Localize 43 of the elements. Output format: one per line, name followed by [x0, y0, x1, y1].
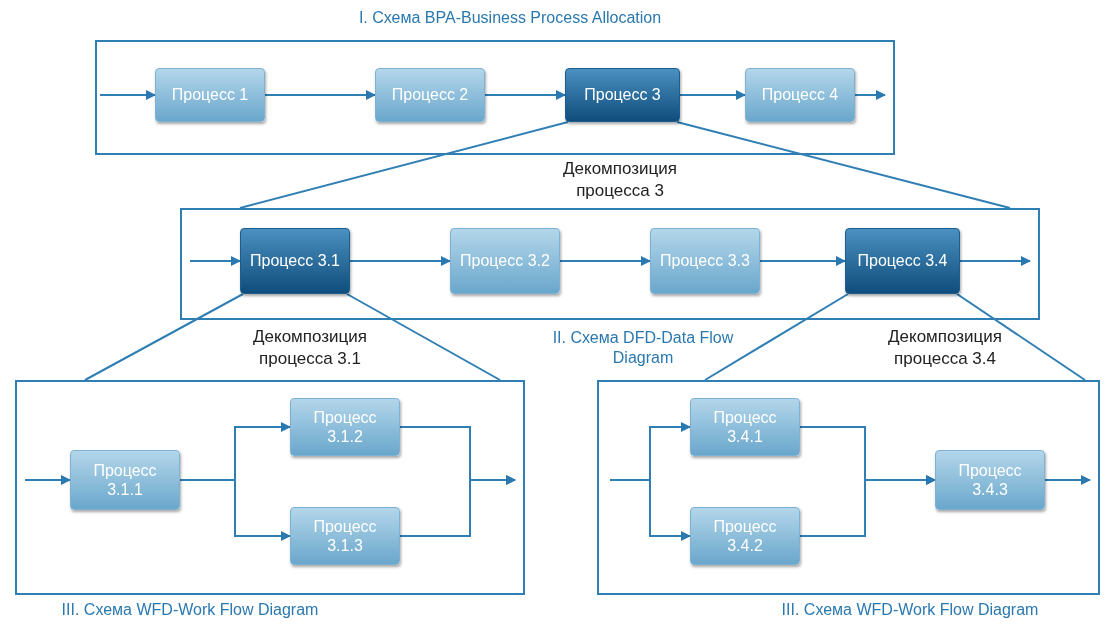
- arrow: [799, 475, 936, 537]
- decomposition-label: Декомпозиция процесса 3: [562, 158, 678, 203]
- process-box: Процесс 4: [745, 68, 855, 122]
- process-box: Процесс 2: [375, 68, 485, 122]
- connector-line: [704, 293, 849, 381]
- arrow: [1044, 475, 1091, 485]
- process-box: Процесс 3.2: [450, 228, 560, 294]
- connector-line: [239, 121, 569, 209]
- arrow: [679, 90, 746, 100]
- frame-title: III. Схема WFD-Work Flow Diagram: [780, 600, 1040, 620]
- arrow: [609, 479, 691, 541]
- decomposition-label: Декомпозиция процесса 3.4: [887, 326, 1003, 371]
- process-box: Процесс 3.1.1: [70, 450, 180, 510]
- arrow: [349, 256, 451, 266]
- process-box: Процесс 3.4.2: [690, 507, 800, 565]
- process-box: Процесс 3.4.1: [690, 398, 800, 456]
- process-box: Процесс 3: [565, 68, 680, 122]
- arrow: [179, 479, 291, 541]
- process-box: Процесс 3.1: [240, 228, 350, 294]
- arrow: [484, 90, 566, 100]
- arrow: [189, 256, 241, 266]
- arrow: [264, 90, 376, 100]
- connector-line: [346, 293, 501, 381]
- decomposition-label: Декомпозиция процесса 3.1: [252, 326, 368, 371]
- connector-line: [676, 121, 1011, 209]
- arrow: [99, 90, 156, 100]
- frame-title: I. Схема BPA-Business Process Allocation: [357, 8, 663, 28]
- arrow: [24, 475, 71, 485]
- process-box: Процесс 3.1.3: [290, 507, 400, 565]
- arrow: [759, 256, 846, 266]
- connector-line: [84, 293, 244, 381]
- process-box: Процесс 1: [155, 68, 265, 122]
- arrow: [559, 256, 651, 266]
- process-box: Процесс 3.1.2: [290, 398, 400, 456]
- process-box: Процесс 3.4: [845, 228, 960, 294]
- frame-title: II. Схема DFD-Data Flow Diagram: [551, 328, 735, 368]
- process-box: Процесс 3.3: [650, 228, 760, 294]
- frame-title: III. Схема WFD-Work Flow Diagram: [60, 600, 320, 620]
- arrow: [399, 475, 516, 537]
- process-box: Процесс 3.4.3: [935, 450, 1045, 510]
- arrow: [959, 256, 1031, 266]
- connector-line: [956, 293, 1086, 381]
- arrow: [854, 90, 886, 100]
